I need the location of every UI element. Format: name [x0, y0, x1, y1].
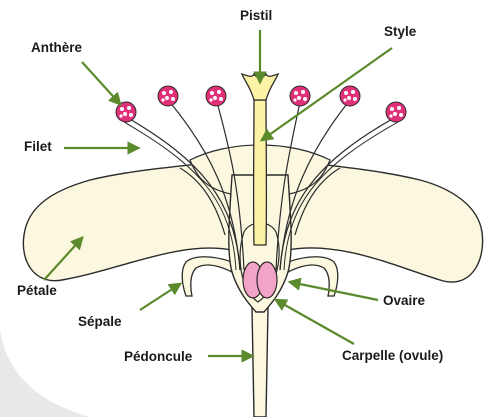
- anther: [290, 86, 310, 106]
- label-sepale: Sépale: [78, 314, 122, 330]
- corner-background: [0, 330, 90, 417]
- label-carpelle: Carpelle (ovule): [342, 348, 443, 364]
- label-style: Style: [384, 24, 416, 40]
- label-anthere: Anthère: [31, 40, 82, 56]
- anther: [340, 86, 360, 106]
- label-ovaire: Ovaire: [383, 293, 425, 309]
- anther: [206, 86, 226, 106]
- label-filet: Filet: [24, 139, 52, 155]
- label-petale: Pétale: [17, 283, 57, 299]
- arrow-anthere: [82, 62, 120, 104]
- peduncle: [252, 308, 268, 417]
- label-pedoncule: Pédoncule: [124, 349, 192, 365]
- arrow-style: [262, 48, 392, 140]
- pistil-style: [254, 100, 267, 245]
- arrow-carpelle: [276, 300, 354, 344]
- ovule-right: [257, 262, 277, 298]
- anther: [116, 102, 136, 122]
- anther: [386, 102, 406, 122]
- arrow-sepale: [140, 284, 180, 310]
- sepal-left: [182, 257, 232, 296]
- anther: [158, 86, 178, 106]
- label-pistil: Pistil: [240, 8, 272, 24]
